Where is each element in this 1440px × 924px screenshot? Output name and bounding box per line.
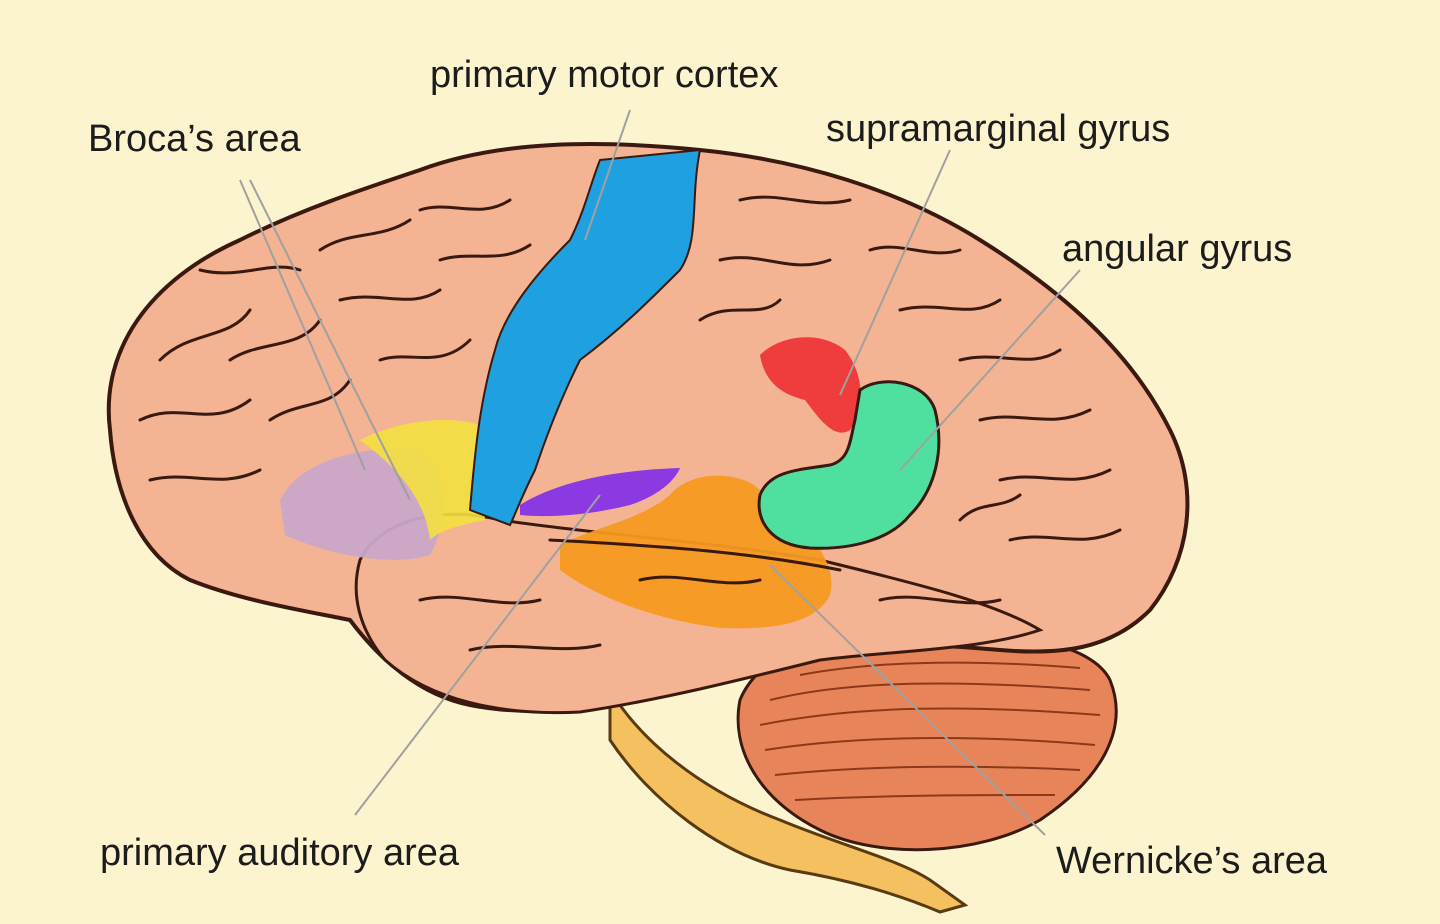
leader-lines	[239, 109, 1081, 836]
premotor-region	[360, 420, 485, 540]
label-supramarginal-gyrus: supramarginal gyrus	[826, 108, 1171, 150]
angular-gyrus-region	[757, 380, 941, 550]
label-brocas-area: Broca’s area	[88, 118, 301, 160]
cerebellum-folia	[759, 661, 1101, 801]
label-angular-gyrus: angular gyrus	[1062, 228, 1293, 270]
brainstem	[608, 684, 969, 914]
label-primary-auditory-area: primary auditory area	[100, 832, 460, 874]
motor-cortex-region	[468, 148, 702, 527]
angular-leader	[899, 269, 1081, 471]
supramarginal-region	[760, 337, 861, 433]
label-wernickes-area: Wernicke’s area	[1056, 840, 1328, 882]
supramarginal-leader	[839, 149, 951, 396]
motor-leader	[584, 109, 631, 241]
auditory-area-region	[520, 468, 680, 517]
auditory-leader	[354, 494, 601, 816]
wernicke-leader	[769, 564, 1046, 836]
sulci	[138, 195, 1122, 652]
broca-leader-1	[239, 179, 366, 471]
label-primary-motor-cortex: primary motor cortex	[430, 54, 779, 96]
broca-leader-2	[249, 179, 411, 501]
